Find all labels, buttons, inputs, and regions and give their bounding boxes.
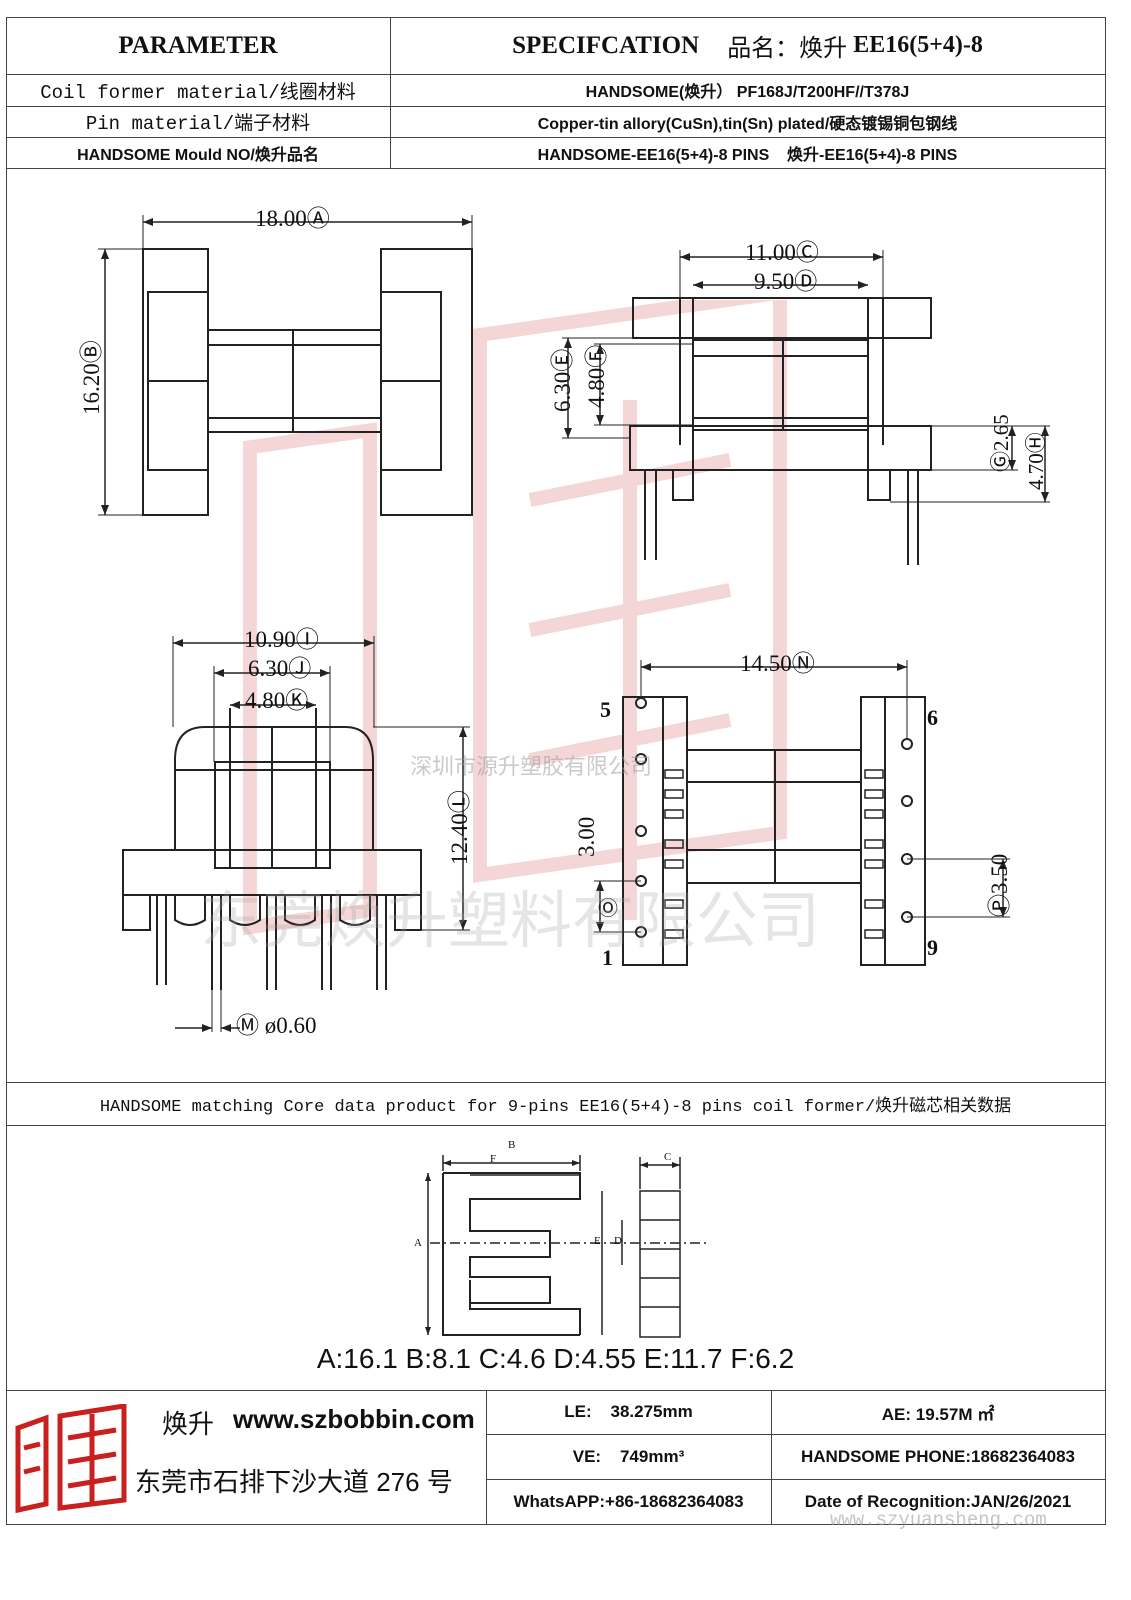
pin-material-label: Pin material/端子材料 (85, 113, 311, 135)
ve-value: VE: 749mm³ (572, 1446, 685, 1466)
core-dim-c: C (664, 1151, 672, 1163)
core-dim-d: D (614, 1235, 622, 1247)
watermark-url: www.szyuansheng.com (830, 1509, 1047, 1531)
footer-brand: 焕升 (162, 1409, 215, 1439)
footer-website[interactable]: www.szbobbin.com (233, 1404, 475, 1434)
core-values: A:16.1 B:8.1 C:4.6 D:4.55 E:11.7 F:6.2 (316, 1343, 795, 1374)
product-name-model: EE16(5+4)-8 (853, 32, 983, 58)
dim-n-label: 14.50Ⓝ (740, 651, 815, 676)
core-dim-b: B (508, 1139, 516, 1151)
date-value: Date of Recognition:JAN/26/2021 (804, 1491, 1072, 1511)
divider (6, 1082, 1105, 1083)
flange-slots (664, 769, 884, 939)
ae-value: AE: 19.57M ㎡ (881, 1404, 995, 1424)
spec-heading-cell: SPECIFCATION 品名：焕升 EE16(5+4)-8 (390, 17, 1105, 74)
mould-no-label: HANDSOME Mould NO/焕升品名 (77, 146, 319, 164)
dim-o-marker: Ⓞ (598, 898, 618, 920)
phone-value: HANDSOME PHONE:18682364083 (800, 1446, 1075, 1466)
dim-e-label: 6.30Ⓔ (550, 348, 575, 412)
dim-a-label: 18.00Ⓐ (255, 206, 330, 231)
core-drawing (425, 1155, 710, 1338)
dim-h-label: 4.70Ⓗ (1024, 432, 1048, 490)
dim-d-label: 9.50Ⓓ (754, 269, 818, 294)
dim-k-label: 4.80Ⓚ (245, 688, 309, 713)
whatsapp-value: WhatsAPP:+86-18682364083 (513, 1491, 744, 1511)
le-value: LE: 38.275mm (564, 1402, 693, 1421)
footer-address: 东莞市石排下沙大道 276 号 (135, 1467, 453, 1497)
dim-f-label: 4.80Ⓕ (584, 344, 609, 408)
dim-l-label: 12.40Ⓛ (447, 790, 472, 865)
mould-no-value: HANDSOME-EE16(5+4)-8 PINS 焕升-EE16(5+4)-8… (537, 146, 958, 164)
dim-b-label: 16.20Ⓑ (79, 340, 104, 415)
logo-watermark-icon (243, 300, 787, 936)
core-dim-a: A (414, 1237, 422, 1249)
dim-j-label: 6.30Ⓙ (248, 656, 312, 681)
pin-9-label: 9 (927, 935, 938, 960)
dim-i-label: 10.90Ⓘ (244, 627, 319, 652)
watermark-large: 东莞焕升塑料有限公司 (200, 887, 821, 956)
company-logo-icon (15, 1404, 127, 1514)
pin-6-label: 6 (927, 705, 938, 730)
core-dim-f: F (490, 1153, 497, 1165)
pin-material-value: Copper-tin allory(CuSn),tin(Sn) plated/硬… (537, 115, 958, 133)
technical-drawing (98, 215, 1050, 1032)
pin-1-label: 1 (602, 945, 613, 970)
dim-c-label: 11.00Ⓒ (745, 240, 819, 265)
dim-o-label: 3.00 (574, 816, 599, 857)
core-dim-e: E (594, 1235, 601, 1247)
divider (6, 1125, 1105, 1126)
coil-material-value: HANDSOME(焕升） PF168J/T200HF//T378J (585, 84, 910, 101)
pin-5-label: 5 (600, 697, 611, 722)
watermark-small: 深圳市源升塑胶有限公司 (410, 754, 653, 779)
dim-g-label: Ⓖ2.65 (989, 414, 1013, 472)
core-data-title: HANDSOME matching Core data product for … (99, 1097, 1012, 1117)
dim-m-label: Ⓜ ø0.60 (236, 1013, 317, 1038)
parameter-heading: PARAMETER (118, 31, 278, 59)
spec-heading: SPECIFCATION (512, 31, 700, 59)
product-name-prefix: 品名：焕升 (727, 35, 848, 62)
coil-material-label: Coil former material/线圈材料 (40, 81, 356, 104)
dim-p-label: Ⓟ3.50 (987, 853, 1012, 917)
